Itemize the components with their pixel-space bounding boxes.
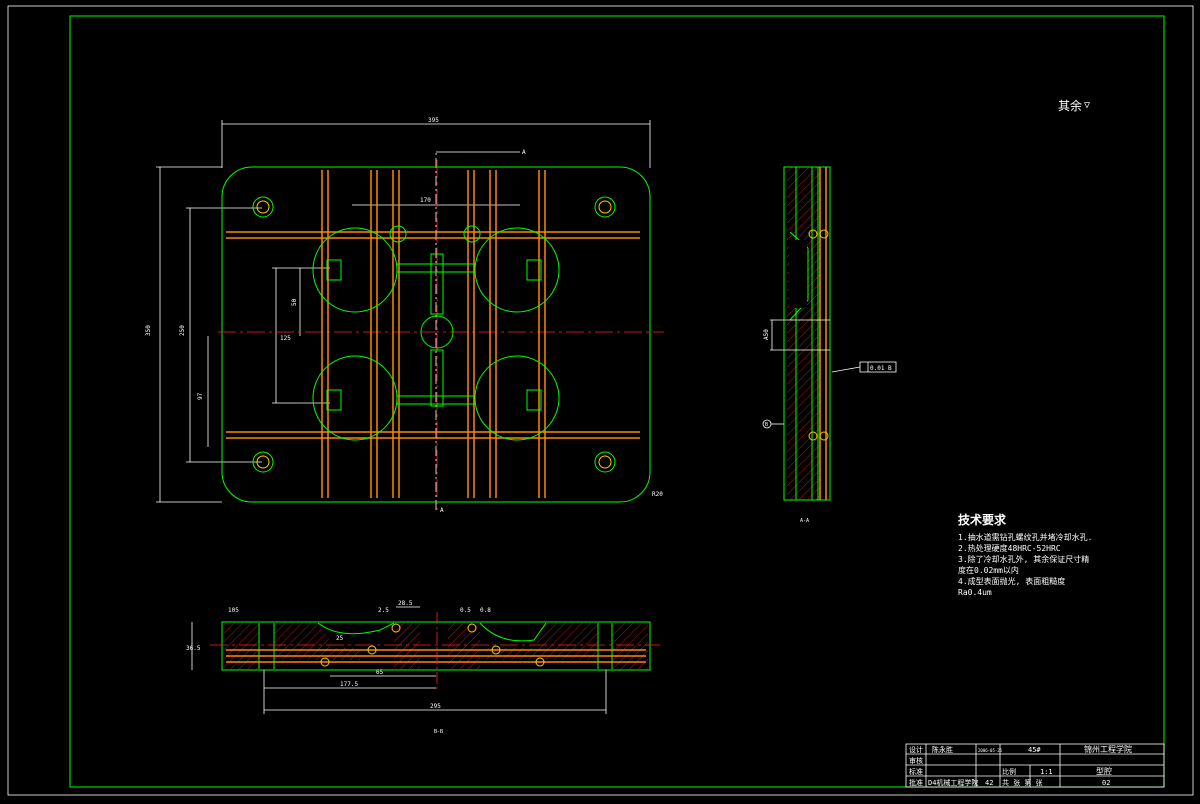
dim-inner-height: 250 bbox=[179, 325, 186, 336]
plan-view: 395 350 250 125 97 50 170 A A bbox=[145, 117, 664, 514]
svg-text:A: A bbox=[522, 149, 526, 156]
sec-dim-step: 65 bbox=[376, 669, 384, 676]
datum-b: B bbox=[765, 422, 768, 428]
tb-designer: 陈永胜 bbox=[932, 745, 953, 754]
sec-dim-height: 36.5 bbox=[186, 645, 201, 652]
svg-text:A: A bbox=[440, 507, 444, 514]
tb-sheet-no: 42 bbox=[985, 779, 993, 787]
dim-holes-span: 170 bbox=[420, 197, 431, 204]
dim-mid-offset: 125 bbox=[280, 335, 291, 342]
bottom-section-label: B-B bbox=[434, 729, 443, 735]
tb-designer-label: 设计 bbox=[909, 745, 923, 754]
tb-part-no: 45# bbox=[1028, 746, 1041, 754]
tb-part-name: 型腔 bbox=[1096, 766, 1112, 776]
side-dim-offset: A50 bbox=[763, 329, 770, 340]
tech-item: 1.抽水道需钻孔螺纹孔并堵冷却水孔. bbox=[958, 532, 1092, 542]
flatness-callout: 0.01 B bbox=[870, 365, 892, 372]
drawing-frame bbox=[69, 15, 1165, 788]
tb-scale: 1:1 bbox=[1040, 768, 1053, 776]
title-block: 设计 陈永胜 2006-05-25 审核 标准 批准 D4机械工程学院 45# … bbox=[905, 743, 1165, 788]
tb-std-label: 标准 bbox=[909, 767, 923, 776]
side-section-label: A-A bbox=[800, 518, 809, 524]
dim-top-width: 395 bbox=[428, 117, 439, 124]
tech-item: 3.除了冷却水孔外, 其余保证尺寸精 bbox=[958, 554, 1089, 564]
sec-dim-d1: 2.5 bbox=[378, 607, 389, 614]
section-view: 36.5 295 177.5 65 28.5 2.5 0.5 0.8 25 10… bbox=[186, 600, 660, 735]
tech-item: 2.热处理硬度48HRC-52HRC bbox=[958, 543, 1061, 553]
tb-scale-label: 比例 bbox=[1002, 767, 1016, 776]
sheet-outer-border bbox=[7, 5, 1194, 796]
tb-sheet-label: 共 张 第 张 bbox=[1002, 778, 1043, 787]
tb-check-label: 审核 bbox=[909, 756, 923, 765]
sec-dim-half: 177.5 bbox=[340, 681, 358, 688]
dim-upper: 50 bbox=[291, 298, 298, 306]
sec-dim-d6: 105 bbox=[228, 607, 239, 614]
sec-dim-d4: 0.8 bbox=[480, 607, 491, 614]
tech-requirements: 技术要求 1.抽水道需钻孔螺纹孔并堵冷却水孔. 2.热处理硬度48HRC-52H… bbox=[958, 512, 1092, 597]
tb-approve-label: 批准 bbox=[909, 778, 923, 787]
sec-dim-d2: 28.5 bbox=[398, 600, 413, 607]
roughness-symbol-icon: ▽ bbox=[1084, 100, 1090, 111]
cavity-circle bbox=[474, 355, 560, 441]
cavity-circle bbox=[312, 355, 398, 441]
tech-item: Ra0.4um bbox=[958, 588, 992, 597]
tb-date: 2006-05-25 bbox=[978, 748, 1003, 753]
tb-school: D4机械工程学院 bbox=[928, 778, 978, 787]
sec-dim-d3: 0.5 bbox=[460, 607, 471, 614]
cavity-circle bbox=[312, 227, 398, 313]
tb-code: 02 bbox=[1102, 779, 1110, 787]
side-view: A50 0.01 B B A-A bbox=[762, 166, 897, 524]
dim-corner-radius: R20 bbox=[652, 491, 663, 498]
cavity-circle bbox=[474, 227, 560, 313]
tech-title: 技术要求 bbox=[958, 512, 1007, 527]
sec-dim-total: 295 bbox=[430, 703, 441, 710]
plate-outline bbox=[221, 166, 651, 503]
tech-item: 度在0.02mm以内 bbox=[958, 565, 1019, 575]
tech-item: 4.成型表面抛光, 表面粗糙度 bbox=[958, 576, 1065, 586]
sec-dim-d5: 25 bbox=[336, 635, 344, 642]
roughness-note: 其余 bbox=[1058, 98, 1082, 113]
dim-left-height: 350 bbox=[145, 325, 152, 336]
tb-org: 锦州工程学院 bbox=[1084, 744, 1132, 754]
dim-lower: 97 bbox=[197, 392, 204, 400]
